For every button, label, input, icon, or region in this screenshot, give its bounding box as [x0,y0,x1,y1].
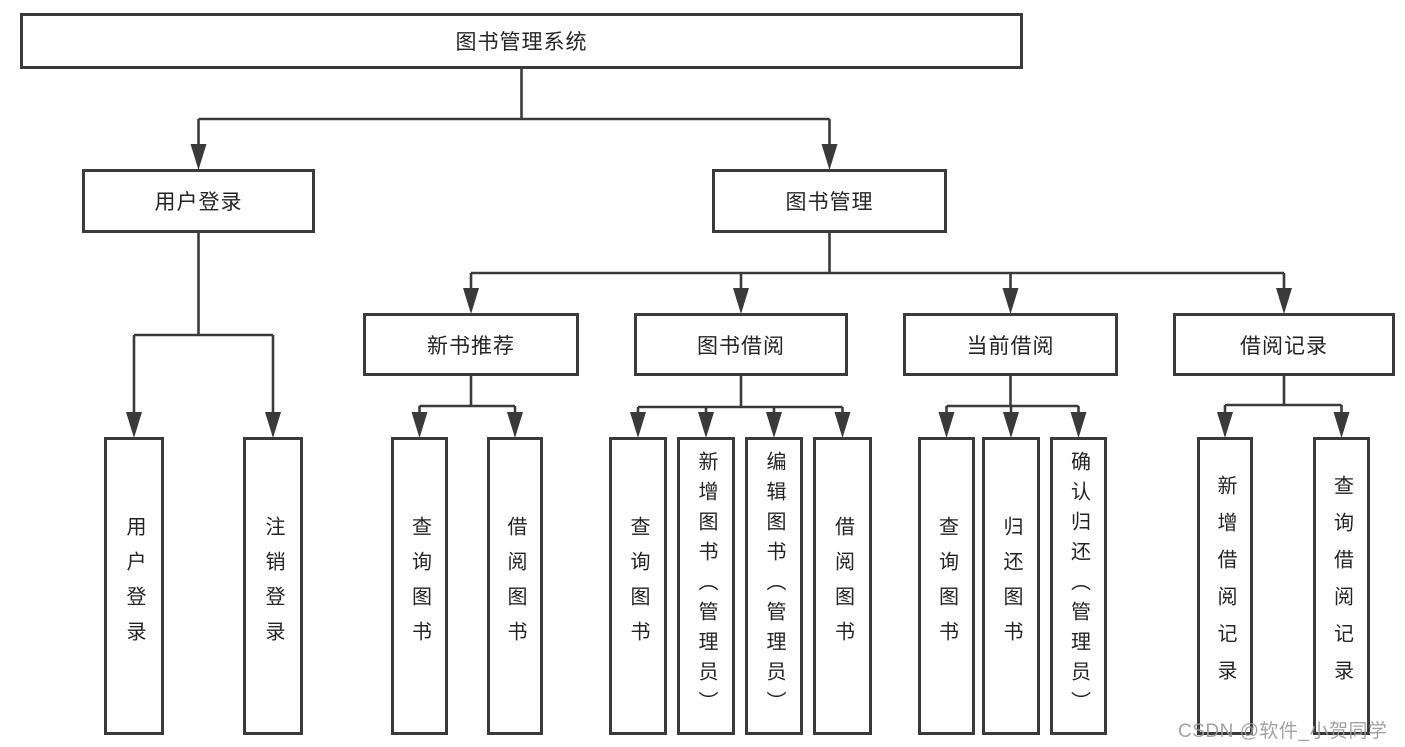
arrowhead-book-borrow [733,288,749,314]
arrowhead-logout-leaf [265,412,281,438]
node-label-query-books-1: 查询图书 [408,516,431,656]
node-label-borrow-records: 借阅记录 [1240,334,1328,358]
node-label-book-mgmt: 图书管理 [785,191,874,214]
node-label-confirm-return-admin: 确认归还（管理员） [1067,451,1090,721]
node-add-books-admin: 新增图书（管理员） [677,437,735,735]
arrowhead-query-books-3 [938,412,955,438]
node-label-new-book-rec: 新书推荐 [427,334,515,358]
arrowhead-confirm-return-admin [1070,412,1087,438]
node-book-borrow: 图书借阅 [634,313,848,376]
node-edit-books-admin: 编辑图书（管理员） [745,437,803,735]
arrowhead-edit-books-admin [766,412,782,438]
arrowhead-borrow-books-2 [834,412,851,438]
arrowhead-add-books-admin [698,412,714,438]
arrowhead-borrow-books-1 [507,412,523,438]
arrowhead-new-book-rec [463,288,479,314]
watermark: CSDN @软件_小贺同学 [1178,721,1388,742]
node-add-borrow-record: 新增借阅记录 [1197,437,1253,735]
node-label-user-login: 用户登录 [154,191,243,214]
node-query-books-1: 查询图书 [391,437,448,735]
node-query-books-3: 查询图书 [918,437,975,735]
node-user-login-leaf: 用户登录 [104,437,164,735]
arrowhead-user-login [190,144,207,170]
arrowhead-add-borrow-record [1217,412,1233,438]
arrowhead-user-login-leaf [126,412,142,438]
node-new-book-rec: 新书推荐 [363,313,579,376]
node-label-borrow-books-1: 借阅图书 [504,516,526,656]
node-label-edit-books-admin: 编辑图书（管理员） [763,451,785,721]
arrowhead-book-mgmt [821,144,838,170]
node-label-user-login-leaf: 用户登录 [123,516,145,656]
node-label-add-books-admin: 新增图书（管理员） [695,451,717,721]
arrowhead-query-books-2 [630,412,646,438]
node-user-login: 用户登录 [82,169,315,233]
node-label-query-borrow-record: 查询借阅记录 [1330,475,1353,697]
node-confirm-return-admin: 确认归还（管理员） [1050,437,1107,735]
arrowhead-query-borrow-record [1333,412,1350,438]
node-label-add-borrow-record: 新增借阅记录 [1214,475,1236,697]
node-borrow-records: 借阅记录 [1173,313,1395,376]
arrowhead-return-books [1003,412,1019,438]
node-label-root: 图书管理系统 [455,31,588,54]
arrowhead-query-books-1 [411,412,428,438]
node-borrow-books-2: 借阅图书 [813,437,872,735]
node-query-borrow-record: 查询借阅记录 [1313,437,1370,735]
node-label-return-books: 归还图书 [1000,516,1022,656]
node-label-query-books-3: 查询图书 [935,516,958,656]
arrowhead-borrow-records [1276,288,1292,314]
node-label-current-borrow: 当前借阅 [966,334,1055,358]
node-book-mgmt: 图书管理 [712,169,947,233]
node-label-query-books-2: 查询图书 [627,516,649,656]
node-label-borrow-books-2: 借阅图书 [831,516,854,656]
node-current-borrow: 当前借阅 [903,313,1118,376]
node-borrow-books-1: 借阅图书 [487,437,543,735]
node-return-books: 归还图书 [982,437,1040,735]
node-root: 图书管理系统 [20,13,1023,69]
arrowhead-current-borrow [1002,288,1019,314]
node-logout-leaf: 注销登录 [243,437,303,735]
node-query-books-2: 查询图书 [609,437,667,735]
node-label-logout-leaf: 注销登录 [262,516,284,656]
node-label-book-borrow: 图书借阅 [697,334,785,358]
